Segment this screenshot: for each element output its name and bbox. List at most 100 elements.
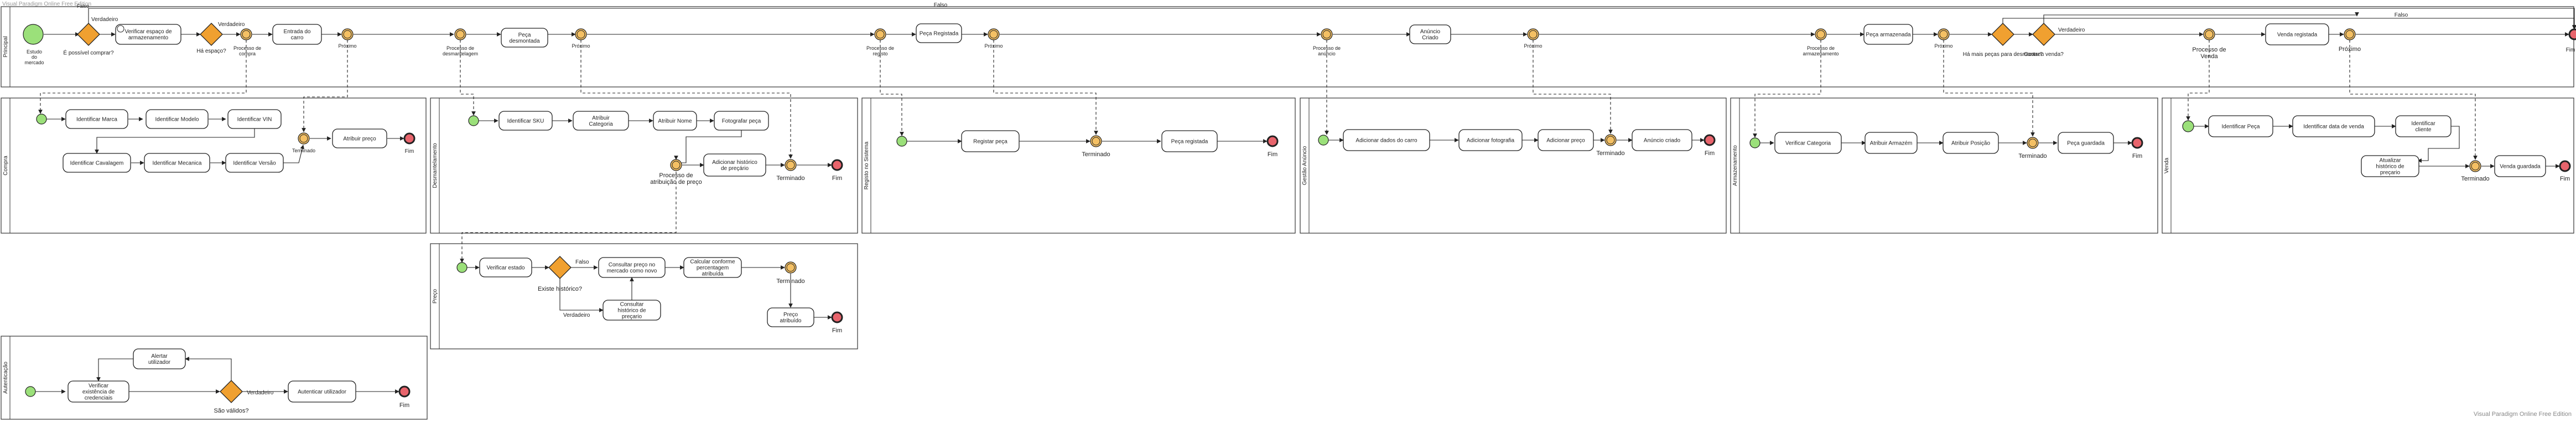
task-atribuir-preco[interactable] xyxy=(332,128,387,148)
end-principal[interactable] xyxy=(2568,28,2576,40)
task-identificar-sku-label: Identificar SKU xyxy=(507,119,544,125)
gateway-label: Há espaço? xyxy=(196,48,226,54)
watermark: Visual Paradigm Online Free Edition xyxy=(2473,411,2572,418)
task-adicionar-fotografia-label: Adicionar fotografia xyxy=(1467,138,1515,144)
task-identificar-vin-label: Identificar VIN xyxy=(237,117,272,123)
end-label: Fim xyxy=(399,402,409,409)
task-atribuir-nome-label: Atribuir Nome xyxy=(658,119,692,125)
event-processo-venda-ring xyxy=(2205,30,2214,39)
app-title: Visual Paradigm Online Free Edition xyxy=(2,1,92,7)
task-atribuir-preco-label: Atribuir preço xyxy=(343,136,376,142)
task-verificar-categoria-label: Verificar Categoria xyxy=(1785,141,1831,147)
task-adicionar-preco-label: Adicionar preço xyxy=(1546,138,1585,144)
sequence-flow xyxy=(559,279,604,312)
end-venda[interactable] xyxy=(2559,160,2571,172)
start-venda[interactable] xyxy=(2182,120,2194,132)
task-identificar-cavalagem[interactable] xyxy=(63,153,131,173)
task-adicionar-dados-label: Adicionar dados do carro xyxy=(1355,138,1417,144)
end-preco[interactable] xyxy=(831,311,843,323)
gateway-label: São válidos? xyxy=(214,408,249,414)
task-peca-desmontada[interactable] xyxy=(501,28,548,48)
pool-armazenamento xyxy=(1730,97,2158,234)
start-gestao[interactable] xyxy=(1318,135,1329,146)
gateway-ocorreu-venda[interactable] xyxy=(2032,23,2055,46)
end-gestao[interactable] xyxy=(1704,134,1716,146)
event-processo-registo-ring xyxy=(876,30,885,39)
end-registo[interactable] xyxy=(1266,135,1279,147)
event-proximo-5-ring xyxy=(1939,30,1948,39)
gateway-mais-pecas[interactable] xyxy=(1991,23,2014,46)
task-anuncio-criado-label: Anúncio criado xyxy=(1644,138,1681,144)
gateway-ha-espaco[interactable] xyxy=(200,23,223,46)
task-peca-registada[interactable] xyxy=(916,23,962,43)
end-label: Fim xyxy=(405,148,414,155)
gateway-sao-validos[interactable] xyxy=(220,380,243,403)
task-fotografar-peca-label: Fotografar peça xyxy=(722,119,761,125)
end-compra[interactable] xyxy=(403,132,416,145)
task-autenticar-utilizador-label: Autenticar utilizador xyxy=(298,389,346,395)
pool-registo xyxy=(861,97,1296,234)
start-compra[interactable] xyxy=(36,114,47,125)
end-label: Fim xyxy=(2566,47,2575,53)
start-registo[interactable] xyxy=(896,136,907,147)
sequence-flow xyxy=(95,128,255,154)
start-preco[interactable] xyxy=(456,262,468,273)
end-armazenamento[interactable] xyxy=(2131,137,2143,149)
pool-armazenamento-label: Armazenamento xyxy=(1732,145,1738,186)
start-desmantelamento[interactable] xyxy=(468,115,479,126)
end-label: Fim xyxy=(1705,150,1715,157)
event-label: Terminado xyxy=(2461,176,2489,182)
event-desm-terminado-ring xyxy=(786,161,795,169)
event-label: Terminado xyxy=(776,175,804,182)
flow-label: Verdadeiro xyxy=(218,22,245,28)
dashed-flow xyxy=(2349,40,2478,160)
end-autenticacao[interactable] xyxy=(398,385,411,398)
pool-gestao-label: Gestão Anúncio xyxy=(1302,146,1308,185)
end-label: Fim xyxy=(832,175,842,182)
task-peca-registada-label: Peça Registada xyxy=(920,31,959,37)
event-compra-terminado-ring xyxy=(299,134,308,143)
flow-label: Verdadeiro xyxy=(2058,27,2085,33)
sequence-flow xyxy=(283,145,305,163)
flow-label: Falso xyxy=(575,259,589,265)
gateway-label: É possível comprar? xyxy=(63,49,114,56)
task-venda-registada-label: Venda registada xyxy=(2277,32,2318,38)
event-label: Terminado xyxy=(292,148,315,153)
event-gestao-terminado-ring xyxy=(1606,136,1615,145)
start-armazenamento[interactable] xyxy=(1749,137,1760,148)
dashed-flow xyxy=(2186,40,2210,121)
end-desm[interactable] xyxy=(831,159,843,171)
task-identificar-marca[interactable] xyxy=(65,109,128,129)
dashed-flow xyxy=(460,172,677,263)
task-peca-registada-reg-label: Peça registada xyxy=(1171,139,1208,145)
task-verificar-estado-label: Verificar estado xyxy=(487,265,525,271)
start-estudo-mercado[interactable] xyxy=(23,24,44,45)
gateway-possivel-comprar[interactable] xyxy=(77,23,100,46)
task-identificar-modelo[interactable] xyxy=(146,109,209,129)
event-label: Terminado xyxy=(2018,153,2047,159)
event-label: Próximo xyxy=(2339,46,2361,53)
start-autenticacao[interactable] xyxy=(25,386,36,397)
event-proximo-6-ring xyxy=(2345,30,2354,39)
end-label: Fim xyxy=(832,327,842,334)
event-processo-desmantelagem-ring xyxy=(456,30,465,39)
task-venda-guardada-label: Venda guardada xyxy=(2500,164,2541,170)
sequence-flow xyxy=(96,358,133,382)
dashed-flow xyxy=(880,40,904,136)
dashed-flow xyxy=(38,40,247,114)
task-identificar-mecanica[interactable] xyxy=(144,153,210,173)
